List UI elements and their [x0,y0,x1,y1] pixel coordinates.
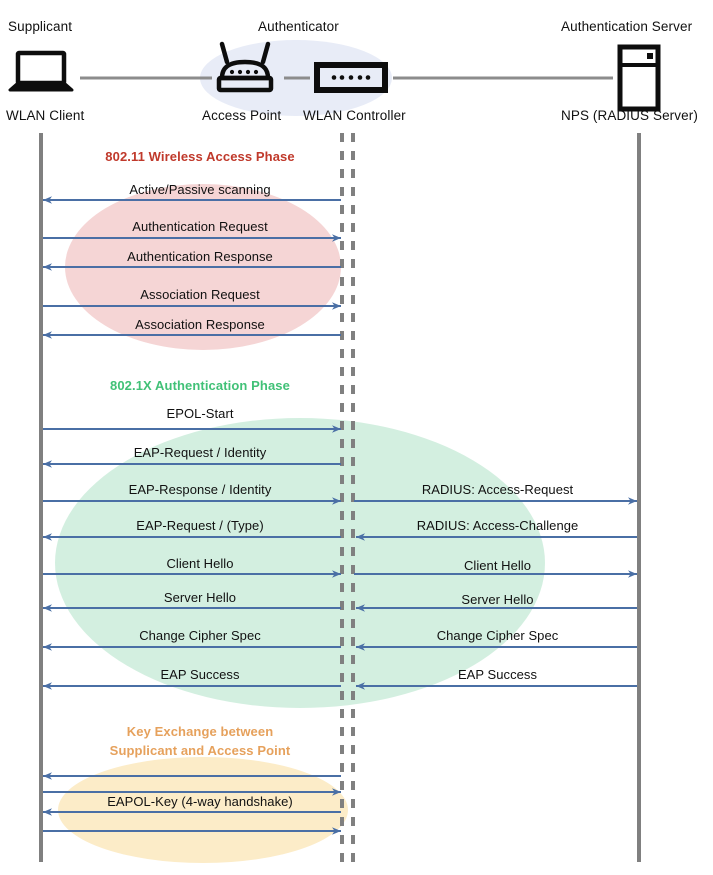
message-label-eap-request-identity: EAP-Request / Identity [133,445,267,460]
message-label-radius-access-request: RADIUS: Access-Request [421,482,574,497]
arrows-phase-80211 [43,196,341,339]
phase-8021x-ellipse [55,418,545,708]
message-label-epol-start: EPOL-Start [166,406,234,421]
arrows-phase-keyexchange [43,772,341,835]
message-label-radius-access-challenge: RADIUS: Access-Challenge [416,518,579,533]
message-label-eap-request-type: EAP-Request / (Type) [136,518,264,533]
actor-role-supplicant: Supplicant [8,19,73,34]
wlan-controller-icon [314,62,388,93]
message-label-server-hello-right: Server Hello [461,592,534,607]
message-label-change-cipher-spec-left: Change Cipher Spec [139,628,261,643]
message-label-eap-response-identity: EAP-Response / Identity [128,482,272,497]
message-label-eapol-key-handshake: EAPOL-Key (4-way handshake) [107,794,293,809]
message-label-client-hello-right: Client Hello [463,558,532,573]
actor-name-access-point: Access Point [202,108,282,123]
message-label-eap-success-left: EAP Success [160,667,240,682]
message-label-authentication-response: Authentication Response [127,249,273,264]
phase-label-80211: 802.11 Wireless Access Phase [105,149,295,164]
message-label-eap-success-right: EAP Success [457,667,538,682]
actor-role-authenticator: Authenticator [258,19,339,34]
arrows-phase-8021x-left [43,425,341,690]
laptop-icon [8,50,74,92]
arrows-phase-8021x-right [354,497,637,690]
phase-keyexchange-ellipse [58,757,348,863]
message-label-server-hello-left: Server Hello [163,590,237,605]
wireless-router-icon [216,41,274,93]
server-rack-icon [617,44,661,112]
actor-name-wlan-controller: WLAN Controller [303,108,406,123]
message-label-client-hello-left: Client Hello [166,556,234,571]
message-label-association-response: Association Response [135,317,265,332]
message-label-authentication-request: Authentication Request [132,219,268,234]
phase-label-keyexchange-line2: Supplicant and Access Point [109,743,291,758]
actor-role-authentication-server: Authentication Server [561,19,693,34]
message-label-association-request: Association Request [140,287,260,302]
phase-label-8021x: 802.1X Authentication Phase [110,378,290,393]
actor-name-wlan-client: WLAN Client [6,108,85,123]
message-label-change-cipher-spec-right: Change Cipher Spec [436,628,559,643]
actor-name-nps-radius-server: NPS (RADIUS Server) [561,108,698,123]
phase-label-keyexchange-line1: Key Exchange between [126,724,274,739]
message-label-active-passive-scanning: Active/Passive scanning [129,182,271,197]
